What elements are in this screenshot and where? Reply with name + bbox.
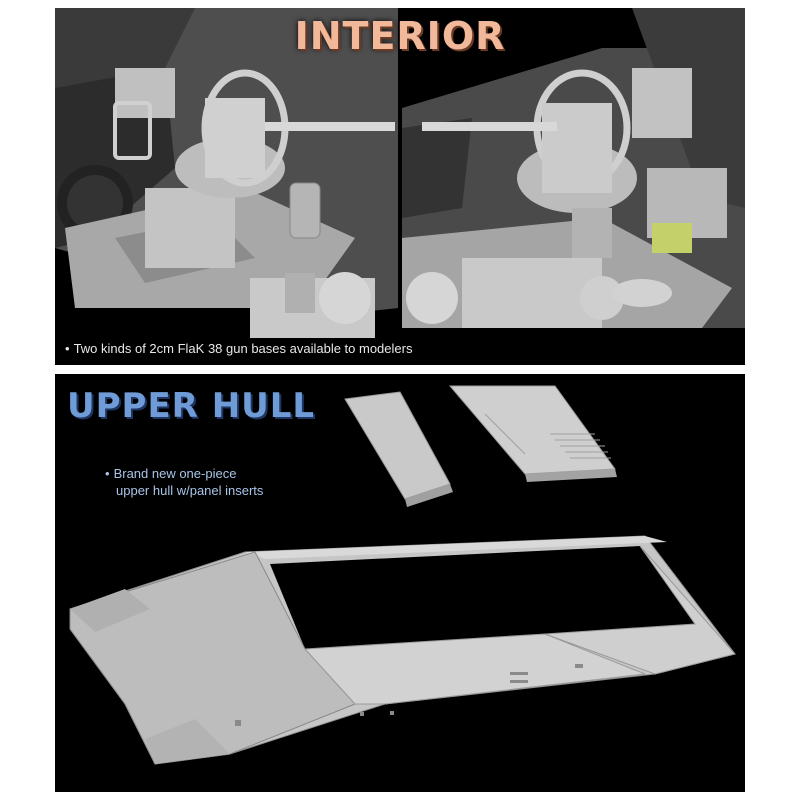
interior-render-right xyxy=(402,8,745,365)
interior-caption-text: Two kinds of 2cm FlaK 38 gun bases avail… xyxy=(73,341,413,356)
bullet-icon: • xyxy=(105,466,110,481)
interior-render-left xyxy=(55,8,398,365)
interior-title: INTERIOR xyxy=(294,14,506,58)
interior-caption: •Two kinds of 2cm FlaK 38 gun bases avai… xyxy=(65,340,412,357)
upper-hull-panel: UPPER HULL •Brand new one-piece upper hu… xyxy=(55,374,745,792)
upper-hull-render xyxy=(69,385,736,765)
upper-hull-title: UPPER HULL xyxy=(67,386,316,426)
upper-hull-caption-line1: Brand new one-piece xyxy=(113,466,237,481)
upper-hull-caption: •Brand new one-piece upper hull w/panel … xyxy=(105,465,263,499)
upper-hull-caption-line2: upper hull w/panel inserts xyxy=(116,483,264,498)
bullet-icon: • xyxy=(65,341,70,356)
interior-panel: INTERIOR •Two kinds of 2cm FlaK 38 gun b… xyxy=(55,8,745,365)
